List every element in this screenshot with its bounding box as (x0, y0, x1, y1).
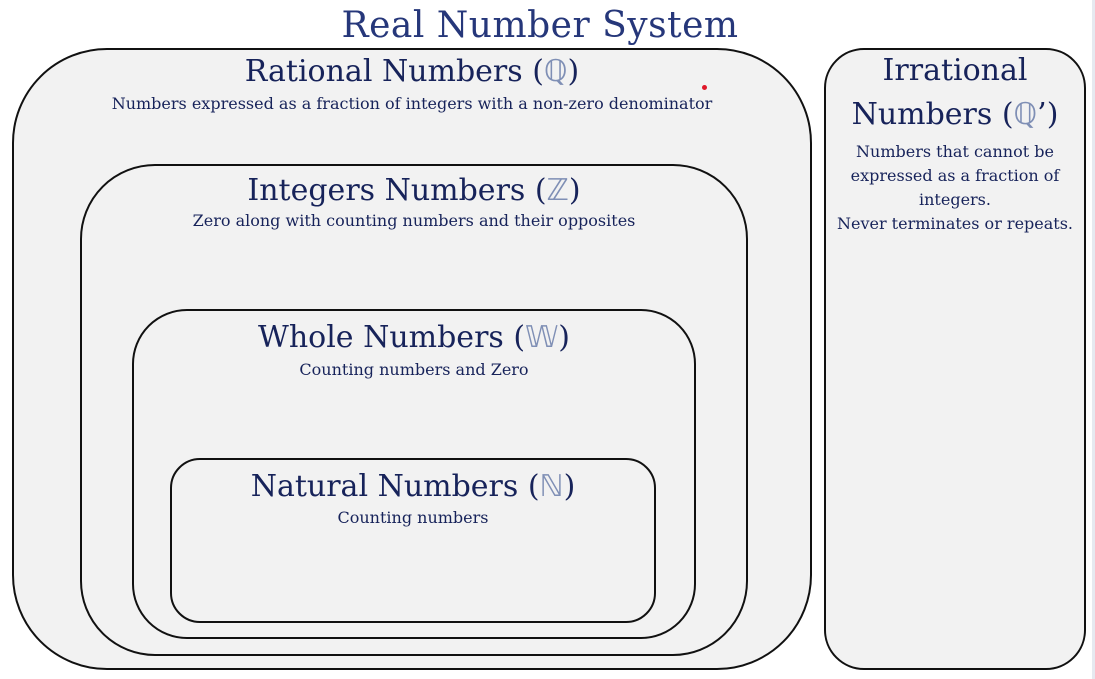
irrational-description-line: Numbers that cannot be (856, 142, 1054, 161)
whole-numbers-description: Counting numbers and Zero (299, 360, 529, 379)
red-dot-marker (702, 85, 707, 90)
irrational-symbol: ℚ (1013, 97, 1038, 132)
rational-numbers-title: Rational Numbers (ℚ) (244, 54, 580, 89)
irrational-description-line: expressed as a fraction of (850, 166, 1060, 185)
natural-numbers-title: Natural Numbers (ℕ) (250, 469, 576, 504)
whole-symbol: 𝕎 (525, 320, 559, 355)
irrational-numbers-title-line2: Numbers (ℚ’) (851, 97, 1059, 132)
integers-description: Zero along with counting numbers and the… (192, 211, 636, 230)
irrational-numbers-description: Numbers that cannot be expressed as a fr… (836, 140, 1074, 236)
integers-symbol: ℤ (546, 173, 569, 208)
whole-numbers-title: Whole Numbers (𝕎) (257, 320, 571, 355)
page-title: Real Number System (341, 5, 739, 46)
rational-numbers-description: Numbers expressed as a fraction of integ… (111, 94, 713, 113)
irrational-numbers-box: Irrational Numbers (ℚ’) Numbers that can… (824, 48, 1086, 670)
rational-symbol: ℚ (543, 54, 568, 89)
irrational-description-line: integers. (919, 190, 991, 209)
natural-symbol: ℕ (539, 469, 564, 504)
integers-title: Integers Numbers (ℤ) (247, 173, 581, 208)
right-edge (1092, 0, 1095, 679)
natural-numbers-description: Counting numbers (337, 508, 489, 527)
natural-numbers-box: Natural Numbers (ℕ) Counting numbers (170, 458, 656, 623)
irrational-description-line: Never terminates or repeats. (836, 214, 1074, 233)
irrational-numbers-title-line1: Irrational (882, 53, 1028, 88)
